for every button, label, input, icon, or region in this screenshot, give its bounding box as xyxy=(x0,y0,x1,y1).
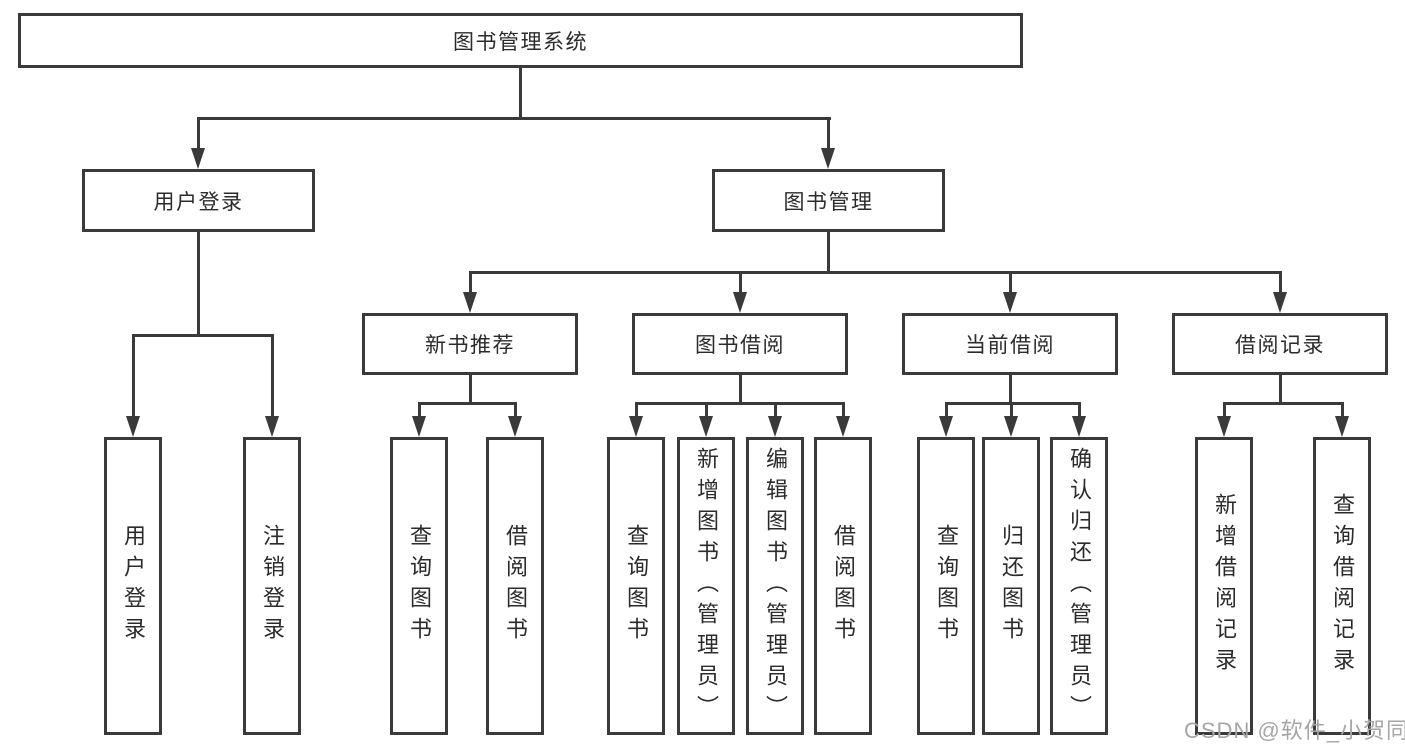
connector-line xyxy=(1009,274,1012,294)
connector-line xyxy=(945,405,948,418)
connector-line xyxy=(1010,405,1013,418)
arrow-down-icon xyxy=(463,292,477,313)
connector-line xyxy=(635,402,845,405)
node-new-book-recommend: 新书推荐 xyxy=(362,313,578,375)
connector-line xyxy=(827,232,830,274)
node-current-borrowing: 当前借阅 xyxy=(902,313,1118,375)
arrow-down-icon xyxy=(1335,416,1349,437)
arrow-down-icon xyxy=(821,148,835,169)
connector-line xyxy=(1341,405,1344,418)
arrow-down-icon xyxy=(191,148,205,169)
leaf-edit-books-admin: 编辑图书（管理员） xyxy=(746,437,804,735)
leaf-logout: 注销登录 xyxy=(243,437,301,735)
connector-line xyxy=(132,337,135,417)
leaf-add-borrow-record: 新增借阅记录 xyxy=(1195,437,1253,735)
connector-line xyxy=(469,274,472,294)
connector-line xyxy=(635,405,638,418)
connector-line xyxy=(945,402,1081,405)
connector-line xyxy=(1279,274,1282,294)
leaf-query-books-recommend: 查询图书 xyxy=(390,437,448,735)
leaf-confirm-return-admin: 确认归还（管理员） xyxy=(1050,437,1108,735)
arrow-down-icon xyxy=(508,416,522,437)
connector-line xyxy=(514,405,517,418)
leaf-borrow-books-recommend: 借阅图书 xyxy=(486,437,544,735)
connector-line xyxy=(197,120,200,150)
arrow-down-icon xyxy=(699,416,713,437)
connector-line xyxy=(271,337,274,417)
connector-line xyxy=(1078,405,1081,418)
node-book-borrowing: 图书借阅 xyxy=(632,313,848,375)
csdn-watermark: CSDN @软件_小贺同学 xyxy=(1184,718,1405,743)
arrow-down-icon xyxy=(768,416,782,437)
connector-line xyxy=(827,120,830,150)
arrow-down-icon xyxy=(1217,416,1231,437)
connector-line xyxy=(132,334,274,337)
node-book-management: 图书管理 xyxy=(712,169,945,232)
node-library-management-system: 图书管理系统 xyxy=(18,13,1023,68)
connector-line xyxy=(418,402,517,405)
arrow-down-icon xyxy=(1273,292,1287,313)
connector-line xyxy=(519,68,522,120)
connector-line xyxy=(197,232,200,337)
arrow-down-icon xyxy=(836,416,850,437)
arrow-down-icon xyxy=(1003,292,1017,313)
connector-line xyxy=(1279,375,1282,405)
leaf-return-books: 归还图书 xyxy=(982,437,1040,735)
connector-line xyxy=(1223,405,1226,418)
leaf-query-books-current: 查询图书 xyxy=(917,437,975,735)
connector-line xyxy=(1223,402,1344,405)
connector-line xyxy=(197,117,831,120)
connector-line xyxy=(469,271,1282,274)
connector-line xyxy=(469,375,472,405)
connector-line xyxy=(418,405,421,418)
arrow-down-icon xyxy=(1072,416,1086,437)
connector-line xyxy=(1009,375,1012,405)
connector-line xyxy=(774,405,777,418)
node-user-login: 用户登录 xyxy=(82,169,315,232)
node-borrowing-records: 借阅记录 xyxy=(1172,313,1388,375)
leaf-user-login: 用户登录 xyxy=(104,437,162,735)
arrow-down-icon xyxy=(733,292,747,313)
connector-line xyxy=(705,405,708,418)
connector-line xyxy=(842,405,845,418)
leaf-query-books-borrowing: 查询图书 xyxy=(607,437,665,735)
arrow-down-icon xyxy=(412,416,426,437)
arrow-down-icon xyxy=(265,416,279,437)
arrow-down-icon xyxy=(939,416,953,437)
connector-line xyxy=(739,274,742,294)
arrow-down-icon xyxy=(1004,416,1018,437)
arrow-down-icon xyxy=(126,416,140,437)
leaf-borrow-books: 借阅图书 xyxy=(814,437,872,735)
leaf-add-books-admin: 新增图书（管理员） xyxy=(677,437,735,735)
connector-line xyxy=(739,375,742,405)
leaf-query-borrow-record: 查询借阅记录 xyxy=(1313,437,1371,735)
arrow-down-icon xyxy=(629,416,643,437)
